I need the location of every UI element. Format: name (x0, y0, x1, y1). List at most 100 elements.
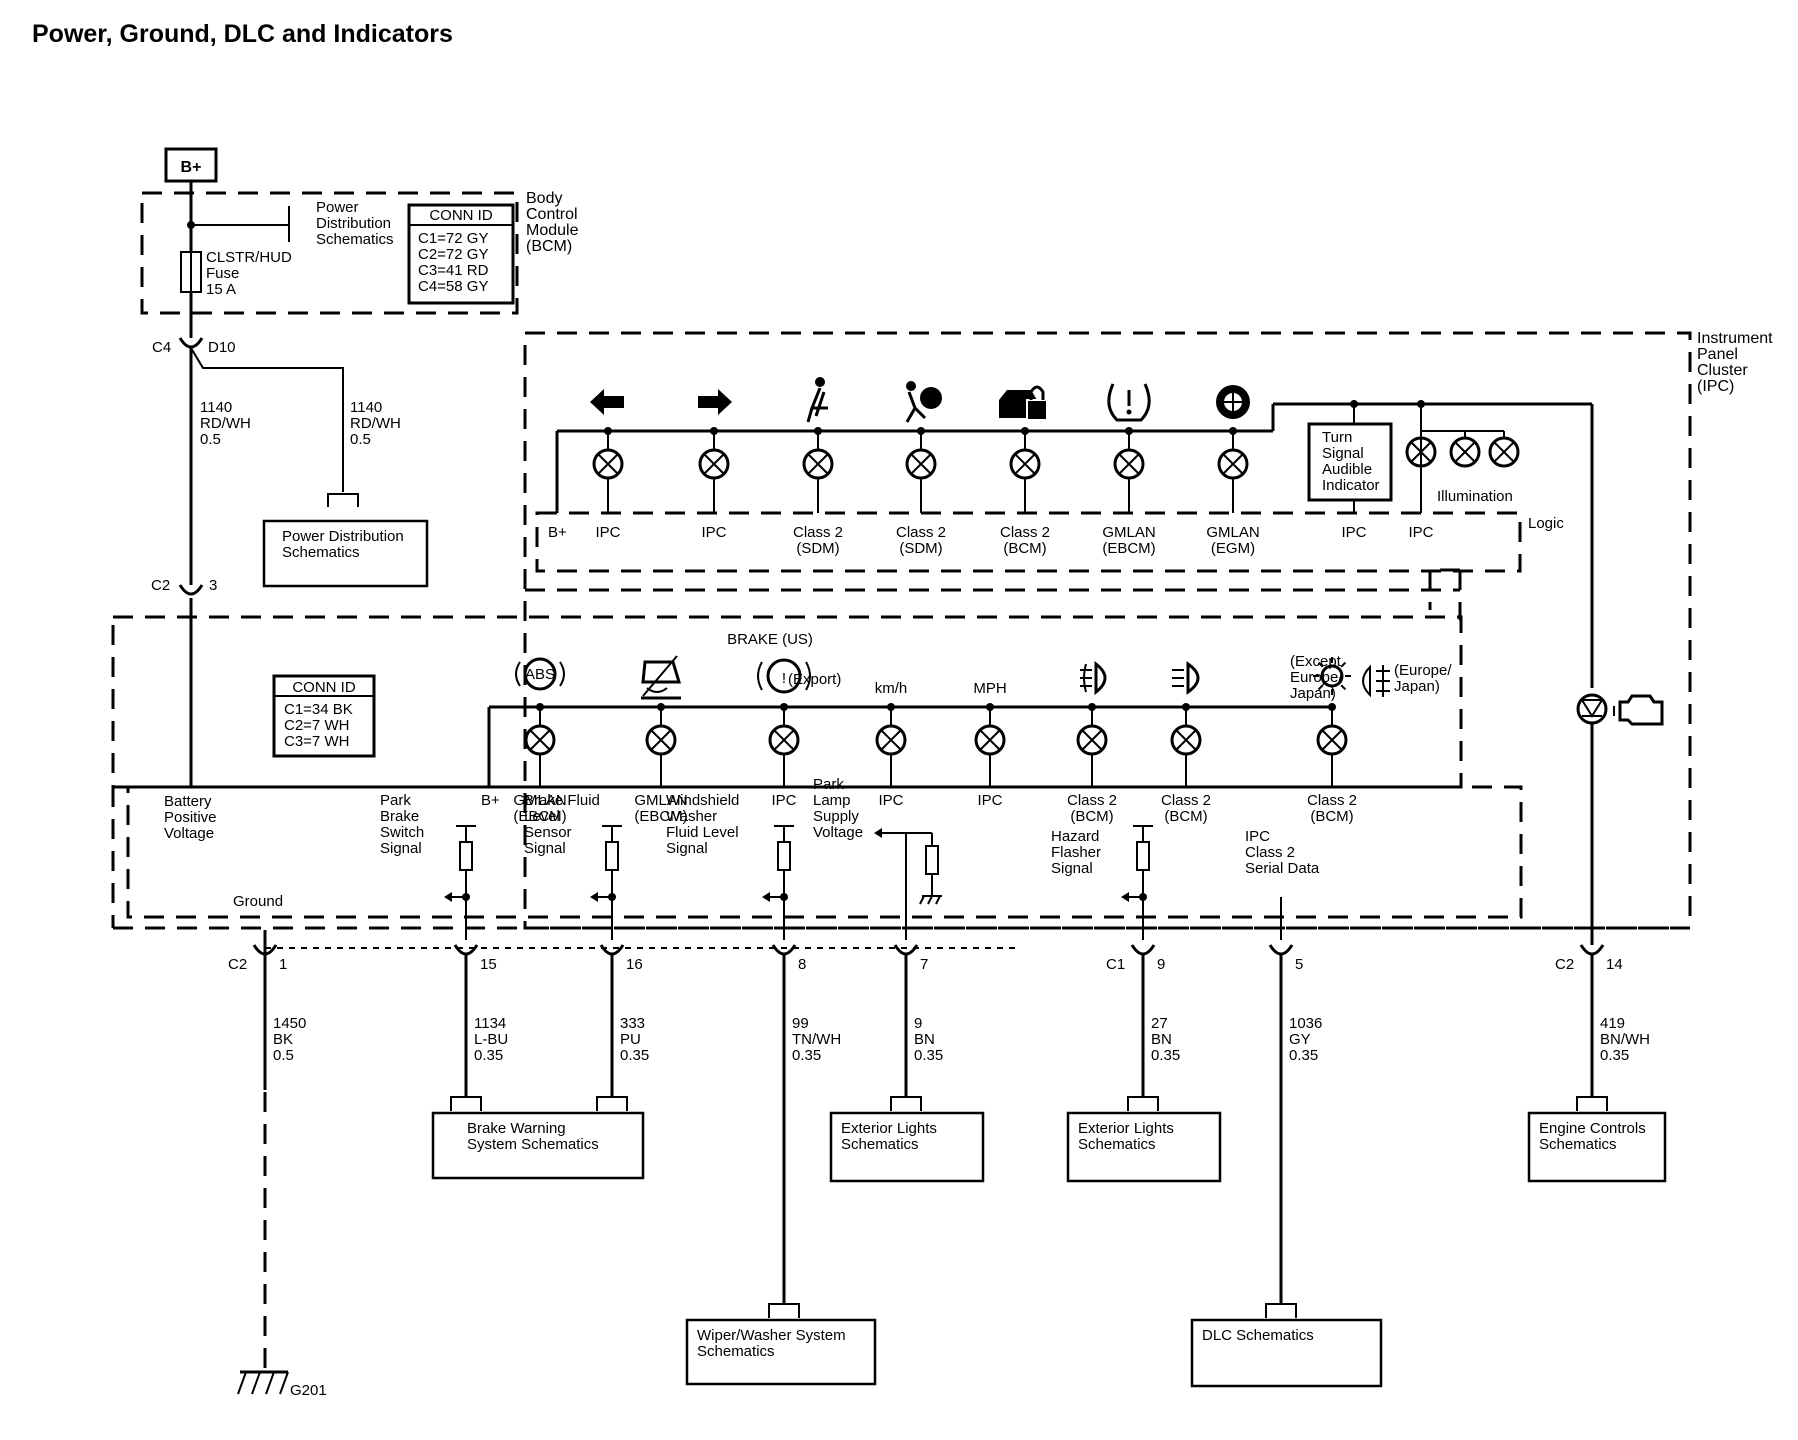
bottom-indicator: Class 2(BCM) (1307, 657, 1357, 825)
battery-positive-voltage-label: Battery Positive Voltage (164, 793, 217, 842)
top-indicator-source-label: IPC (701, 524, 726, 541)
abs-icon-text: ABS (525, 666, 555, 683)
input-circuit-label: Sensor (524, 824, 572, 841)
bcm-conn-entry: C4=58 GY (418, 278, 488, 295)
svg-text:RD/WH: RD/WH (350, 415, 401, 432)
bottom-indicator-source-label: (EBCM) (513, 808, 566, 825)
wire-label: BN (1151, 1031, 1172, 1048)
wire-label: 0.35 (1289, 1047, 1318, 1064)
input-circuit-label: Supply (813, 808, 859, 825)
wire-label: 419 (1600, 1015, 1625, 1032)
svg-text:CONN ID: CONN ID (292, 679, 356, 696)
top-indicator: Class 2(SDM) (896, 381, 946, 557)
wire-label: PU (620, 1031, 641, 1048)
ipc-connector-c2-3 (178, 584, 204, 596)
reference-box-label: Wiper/Washer System (697, 1327, 846, 1344)
wire-label: 0.35 (620, 1047, 649, 1064)
svg-text:Cluster: Cluster (1697, 362, 1748, 379)
europe-japan-label: (Europe/ Japan) (1394, 662, 1452, 695)
power-distribution-schematics-box[interactable] (262, 519, 429, 588)
low-beam-icon (1172, 661, 1200, 695)
fog-lamp-icon (1080, 660, 1107, 696)
svg-text:Indicator: Indicator (1322, 477, 1380, 494)
wire-label: BK (273, 1031, 293, 1048)
illumination-label: Illumination (1437, 488, 1513, 505)
input-circuit-label: IPC (1245, 828, 1270, 845)
wire-label: 0.35 (914, 1047, 943, 1064)
bottom-row-bplus-label: B+ (481, 792, 500, 809)
bottom-indicator: GMLAN(EBCM) (634, 655, 688, 825)
reference-box-label: Engine Controls (1539, 1120, 1646, 1137)
bottom-indicator-source-label: IPC (771, 792, 796, 809)
reference-box-label: Brake Warning (467, 1120, 566, 1137)
ground-g201-symbol (237, 1370, 289, 1395)
connector-label: C2 (1555, 956, 1574, 973)
input-circuit-label: Brake Fluid (524, 792, 600, 809)
reference-box-label: Exterior Lights (841, 1120, 937, 1137)
input-circuit-label: Switch (380, 824, 424, 841)
svg-text:CLSTR/HUD: CLSTR/HUD (206, 249, 292, 266)
bcm-conn-entry: C1=72 GY (418, 230, 488, 247)
bcm-boundary (140, 191, 519, 315)
wire-label-1140-b: 1140 RD/WH 0.5 (350, 399, 401, 448)
input-circuit-label: Washer (666, 808, 717, 825)
bottom-indicator-source-label: (EBCM) (634, 808, 687, 825)
svg-text:Schematics: Schematics (316, 231, 394, 248)
reference-box[interactable]: DLC Schematics (1190, 1090, 1383, 1388)
bcm-conn-id-header: CONN ID (429, 207, 493, 224)
wire-label: BN (914, 1031, 935, 1048)
brake-warning-icon: ! (757, 658, 811, 694)
input-circuit-label: Level (524, 808, 560, 825)
input-circuit-label: Park (380, 792, 411, 809)
bottom-indicator-source-label: (BCM) (1164, 808, 1207, 825)
power-distribution-reference[interactable]: Power Distribution Schematics (316, 199, 394, 248)
input-circuit-label: Windshield (666, 792, 739, 809)
svg-text:Fuse: Fuse (206, 265, 239, 282)
wire-label: GY (1289, 1031, 1311, 1048)
pin-label: 15 (480, 956, 497, 973)
right-turn-arrow-icon (698, 389, 732, 415)
speed-units-text: MPH (973, 680, 1006, 697)
svg-text:Signal: Signal (1322, 445, 1364, 462)
pin-label: 1 (279, 956, 287, 973)
top-indicator-source-label: (EGM) (1211, 540, 1255, 557)
bcm-conn-entry: C3=41 RD (418, 262, 489, 279)
top-indicator-source-label: (EBCM) (1102, 540, 1155, 557)
input-circuit-label: Hazard (1051, 828, 1099, 845)
reference-box-label: Schematics (841, 1136, 919, 1153)
airbag-icon (905, 381, 942, 423)
bottom-indicator-row: ABSGMLAN(EBCM)GMLAN(EBCM)!IPCkm/hIPCMPHI… (513, 655, 1357, 825)
input-circuit-label: Class 2 (1245, 844, 1295, 861)
svg-text:Voltage: Voltage (164, 825, 214, 842)
input-circuit-label: Signal (666, 840, 708, 857)
ipc-logic-label: Logic (1528, 515, 1564, 532)
wire-label: 333 (620, 1015, 645, 1032)
svg-text:C1=34 BK: C1=34 BK (284, 701, 353, 718)
input-circuit-label: Signal (380, 840, 422, 857)
top-indicator-source-label: GMLAN (1102, 524, 1155, 541)
top-indicator-source-label: (BCM) (1003, 540, 1046, 557)
pin-label: 7 (920, 956, 928, 973)
top-indicator-source-label: (SDM) (796, 540, 839, 557)
speed-units-icon: km/h (875, 680, 908, 697)
svg-text:Turn: Turn (1322, 429, 1352, 446)
wire-label: 0.35 (792, 1047, 821, 1064)
top-indicator-source-label: Class 2 (1000, 524, 1050, 541)
security-lock-car-icon (999, 385, 1048, 421)
top-indicator-source-label: Class 2 (793, 524, 843, 541)
abs-icon: ABS (515, 657, 565, 691)
bottom-indicator: ! IPC (757, 658, 811, 809)
bcm-conn-id-table (407, 203, 515, 305)
wire-label: 99 (792, 1015, 809, 1032)
